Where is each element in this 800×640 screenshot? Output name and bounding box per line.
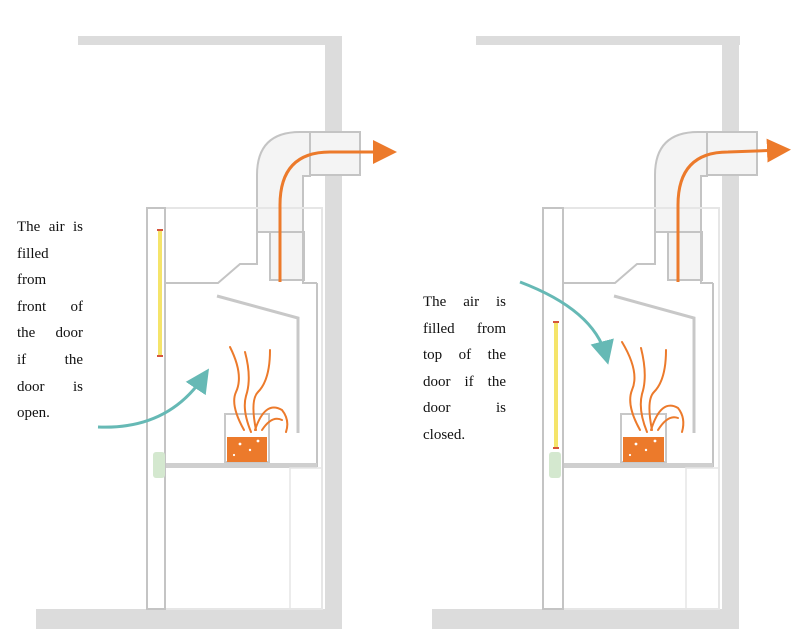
exhaust-arrow: [676, 138, 791, 282]
sash-handle: [153, 452, 165, 478]
hood-top: [563, 231, 713, 284]
caption-line: The air is: [423, 294, 506, 310]
work-surface: [165, 463, 317, 468]
work-surface: [563, 463, 713, 468]
sash-gauge-marks: [553, 321, 559, 449]
hood-top: [165, 231, 317, 284]
caption-line: door if the: [423, 373, 506, 390]
intake-arrow: [97, 368, 209, 429]
lower-cabinet: [685, 467, 720, 610]
caption-line: front of: [17, 298, 83, 315]
caption-line: door is: [423, 400, 506, 417]
caption-line: from: [17, 272, 47, 289]
sash-frame: [146, 207, 166, 610]
caption-line: if the: [17, 351, 83, 368]
caption-line: closed.: [423, 426, 466, 443]
lower-cabinet: [289, 467, 323, 610]
sash-gauge-marks: [157, 229, 163, 357]
floor: [432, 609, 739, 629]
baffle: [613, 294, 696, 433]
caption-line: top of the: [423, 347, 506, 364]
caption-line: open.: [17, 405, 50, 422]
intake-arrow: [519, 280, 614, 365]
sash-gauge: [554, 322, 558, 448]
exhaust-arrow: [278, 140, 397, 282]
wall: [325, 36, 342, 628]
floor: [36, 609, 342, 629]
fumes: [621, 341, 685, 433]
panel-sash-open: [36, 36, 397, 629]
beaker: [620, 413, 667, 463]
caption-line: The air is: [17, 219, 83, 235]
panel-sash-closed: [432, 36, 791, 629]
caption-sash-open: The air is filled from front of the door…: [17, 214, 83, 427]
wall: [722, 36, 739, 628]
caption-line: the door: [17, 325, 83, 342]
fumes: [229, 346, 289, 433]
sash-gauge: [158, 230, 162, 356]
ceiling: [476, 36, 740, 45]
ceiling: [78, 36, 342, 45]
caption-line: filled: [17, 245, 49, 262]
caption-line: filled from: [423, 320, 506, 337]
caption-line: door is: [17, 378, 83, 395]
baffle: [216, 294, 300, 433]
sash-handle: [549, 452, 561, 478]
caption-sash-closed: The air is filled from top of the door i…: [423, 289, 506, 449]
sash-frame: [542, 207, 564, 610]
